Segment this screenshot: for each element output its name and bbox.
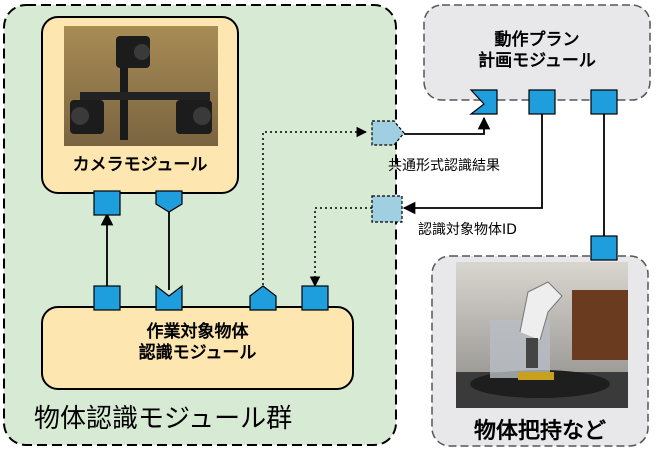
edge-target-dotted [309,207,372,288]
camera-photo [64,26,218,146]
recognition-port-in-camera [155,284,183,311]
result-edge-label: 共通形式認識結果 [388,158,500,174]
planner-module-label: 動作プラン 計画モジュール [424,30,650,73]
target-edge-label: 認識対象物体ID [418,222,517,238]
edge-planner-to-target [402,110,543,215]
camera-port-in [93,190,121,216]
recognition-port-out-camera [93,285,121,311]
planner-port-robot [590,89,618,115]
proxy-port-result [371,120,405,146]
planner-module-line2: 計画モジュール [478,51,596,72]
proxy-port-target [371,195,403,223]
recognition-module-box [41,306,354,390]
planner-module-line1: 動作プラン [494,30,580,50]
robot-label: 物体把持など [473,419,606,444]
group-label: 物体認識モジュール群 [34,404,293,434]
robot-port [590,235,618,261]
recognition-module-label: 作業対象物体 認識モジュール [42,322,353,365]
planner-port-out-target [528,89,556,115]
camera-port-out [155,190,183,213]
robot-arm-photo [456,262,628,408]
recognition-module-line1: 作業対象物体 [146,322,249,342]
recognition-port-in-target [301,285,329,311]
planner-port-in-result [469,89,498,115]
edge-result-dotted [262,126,368,285]
edge-result-to-planner [404,116,491,135]
recognition-port-out-result [249,285,277,311]
recognition-module-line2: 認識モジュール [138,343,257,364]
camera-module-label: カメラモジュール [72,155,208,175]
